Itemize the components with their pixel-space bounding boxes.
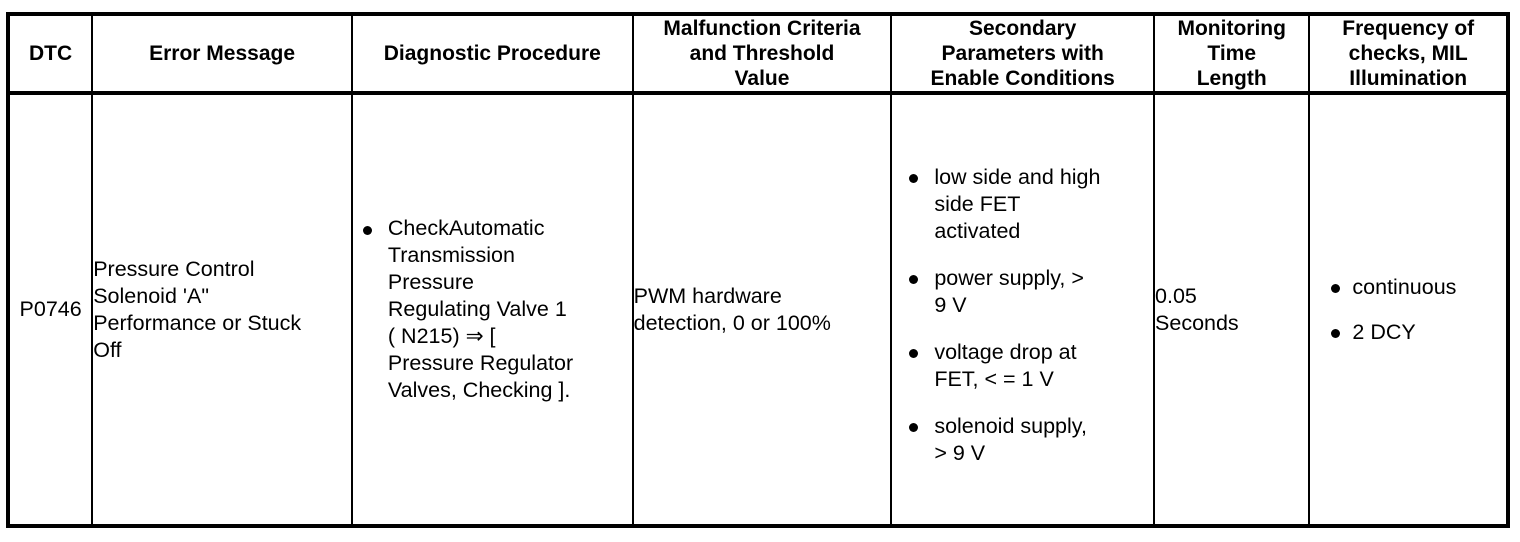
column-header-diagnostic-procedure: Diagnostic Procedure <box>350 14 634 95</box>
secondary-parameter-line: voltage drop at <box>934 340 1077 364</box>
header-text-line: Enable Conditions <box>930 67 1115 90</box>
column-header-monitoring-time: Monitoring Time Length <box>1153 14 1311 95</box>
header-text-line: Secondary <box>968 17 1077 40</box>
diagnostic-line: Pressure <box>387 270 474 294</box>
frequency-line: 2 DCY <box>1352 319 1416 344</box>
header-text-line: Monitoring <box>1177 17 1286 40</box>
cell-frequency: continuous 2 DCY <box>1308 93 1509 526</box>
header-text-line: Malfunction Criteria <box>663 17 861 40</box>
frequency-wrap: continuous 2 DCY <box>1310 274 1506 346</box>
list-item: power supply, > 9 V <box>900 265 1145 319</box>
secondary-parameter-line: > 9 V <box>934 441 986 465</box>
column-header-frequency: Frequency of checks, MIL Illumination <box>1308 14 1509 95</box>
secondary-parameter-line: 9 V <box>934 293 967 317</box>
header-text: Error Message <box>149 42 296 65</box>
header-row: DTC Error Message Diagnostic Procedure M… <box>6 14 1509 95</box>
header-text-line: Illumination <box>1349 67 1468 90</box>
diagnostic-line: CheckAutomatic <box>387 216 545 240</box>
cell-malfunction-criteria: PWM hardware detection, 0 or 100% <box>631 93 893 526</box>
header-text-line: Time <box>1207 42 1257 65</box>
secondary-parameter-line: activated <box>934 219 1021 243</box>
error-message-line: Performance or Stuck <box>93 310 302 335</box>
diagnostic-line: ( N215) ⇒ [ <box>387 324 496 348</box>
dtc-code-value: P0746 <box>19 297 82 321</box>
cell-secondary-parameters: low side and high side FET activated pow… <box>890 93 1156 526</box>
header-text-line: checks, MIL <box>1348 42 1468 65</box>
error-message-line: Pressure Control <box>93 256 255 281</box>
frequency-list: continuous 2 DCY <box>1318 274 1498 346</box>
column-header-error-message: Error Message <box>91 14 353 95</box>
diagnostic-line: Pressure Regulator <box>387 351 574 375</box>
list-item: 2 DCY <box>1318 319 1498 346</box>
header-text: Diagnostic Procedure <box>383 42 601 65</box>
list-item: voltage drop at FET, < = 1 V <box>900 339 1145 393</box>
header-text-line: Frequency of <box>1342 17 1475 40</box>
diagnostic-line: Transmission <box>387 243 515 267</box>
header-text-line: Value <box>734 67 790 90</box>
secondary-parameters-wrap: low side and high side FET activated pow… <box>892 152 1153 467</box>
list-item: low side and high side FET activated <box>900 164 1145 245</box>
diagnostic-line: Valves, Checking ]. <box>387 378 571 402</box>
secondary-parameter-line: power supply, > <box>934 266 1084 290</box>
table-row: P0746 Pressure Control Solenoid 'A" Perf… <box>6 93 1509 526</box>
table-header: DTC Error Message Diagnostic Procedure M… <box>6 14 1509 95</box>
error-message-line: Solenoid 'A" <box>93 283 209 308</box>
list-item: CheckAutomatic Transmission Pressure Reg… <box>353 215 632 404</box>
monitoring-time-line: 0.05 <box>1155 283 1197 308</box>
secondary-parameters-list: low side and high side FET activated pow… <box>900 164 1145 467</box>
error-message-line: Off <box>93 337 122 362</box>
cell-error-message: Pressure Control Solenoid 'A" Performanc… <box>91 93 353 526</box>
header-text-line: Length <box>1196 67 1267 90</box>
monitoring-time-line: Seconds <box>1155 310 1239 335</box>
malfunction-criteria-line: PWM hardware <box>633 283 782 308</box>
column-header-dtc: DTC <box>6 14 94 95</box>
secondary-parameter-line: low side and high <box>934 165 1101 189</box>
header-text-line: and Threshold <box>689 42 835 65</box>
column-header-malfunction-criteria: Malfunction Criteria and Threshold Value <box>631 14 893 95</box>
list-item: continuous <box>1318 274 1498 301</box>
cell-diagnostic-procedure: CheckAutomatic Transmission Pressure Reg… <box>350 93 634 526</box>
malfunction-criteria-line: detection, 0 or 100% <box>633 310 831 335</box>
header-text: DTC <box>29 42 73 65</box>
frequency-line: continuous <box>1352 274 1457 299</box>
diagnostic-procedure-list: CheckAutomatic Transmission Pressure Reg… <box>353 215 632 404</box>
cell-monitoring-time: 0.05 Seconds <box>1153 93 1311 526</box>
secondary-parameter-line: side FET <box>934 192 1021 216</box>
secondary-parameter-line: solenoid supply, <box>934 414 1087 438</box>
list-item: solenoid supply, > 9 V <box>900 413 1145 467</box>
secondary-parameter-line: FET, < = 1 V <box>934 367 1054 391</box>
diagnostic-line: Regulating Valve 1 <box>387 297 567 321</box>
header-text-line: Parameters with <box>941 42 1104 65</box>
column-header-secondary-parameters: Secondary Parameters with Enable Conditi… <box>890 14 1156 95</box>
table-body: P0746 Pressure Control Solenoid 'A" Perf… <box>6 93 1509 526</box>
cell-dtc-code: P0746 <box>6 93 94 526</box>
dtc-diagnostic-table: DTC Error Message Diagnostic Procedure M… <box>6 12 1510 528</box>
